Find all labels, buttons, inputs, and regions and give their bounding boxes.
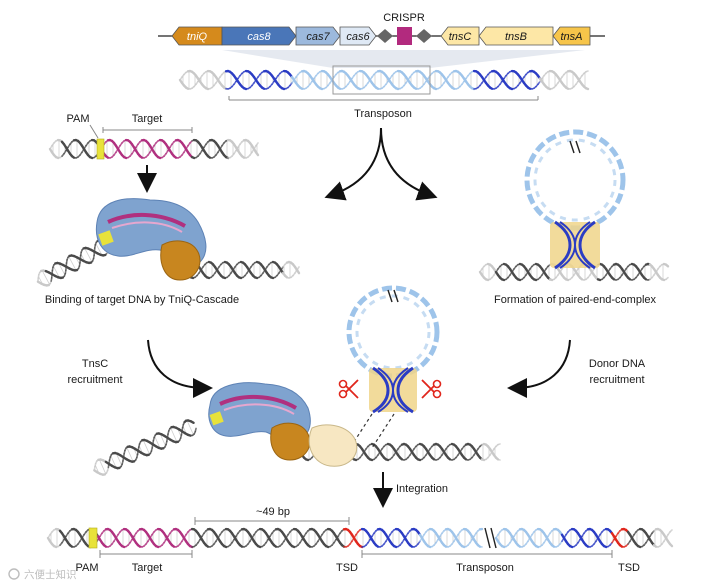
integration-cascade-complex: [208, 382, 358, 467]
watermark: 六便士知识: [8, 568, 77, 581]
binding-dna: [36, 239, 301, 287]
gene-label-tnsA: tnsA: [560, 31, 582, 43]
gene-label-tniQ: tniQ: [187, 31, 208, 43]
watermark-text: 六便士知识: [24, 568, 77, 581]
gene-label-tnsC: tnsC: [449, 31, 472, 43]
transposon-bracket-top: Transposon: [228, 96, 539, 120]
pam-marker: [96, 138, 105, 160]
bottom-pam-marker: [88, 527, 98, 549]
transposon-label-top: Transposon: [354, 108, 412, 120]
tnsc-label-1: TnsC: [82, 358, 108, 370]
operon-box: [332, 65, 431, 95]
gene-cas6: cas6: [339, 26, 377, 46]
tnsc-label-2: recruitment: [67, 374, 122, 386]
gene-label-cas8: cas8: [247, 31, 271, 43]
operon-shadow: [222, 50, 585, 68]
scissors-right-icon: [421, 379, 442, 399]
bottom-pam-label: PAM: [75, 562, 98, 574]
operon: tniQ cas8 cas7 cas6 tnsC tnsB tnsA CRISPR: [158, 12, 605, 46]
top-dna: [178, 69, 590, 91]
bottom-target-label: Target: [132, 562, 163, 574]
gene-label-cas7: cas7: [306, 31, 330, 43]
bottom-dna: [46, 527, 674, 549]
tniq-cascade-complex: [95, 198, 207, 281]
donor-label-2: recruitment: [589, 374, 644, 386]
bottom-transposon-label: Transposon: [456, 562, 514, 574]
bottom-labels: PAM Target TSD Transposon TSD: [75, 550, 640, 574]
tsd-left-label: TSD: [336, 562, 358, 574]
gene-label-cas6: cas6: [346, 31, 370, 43]
bp-bracket: ~49 bp: [194, 506, 350, 525]
gene-tnsA: tnsA: [552, 26, 591, 46]
gene-cas7: cas7: [295, 26, 341, 46]
cut-guides: [349, 413, 395, 449]
gene-cas8: cas8: [221, 26, 297, 46]
gene-tnsC: tnsC: [440, 26, 480, 46]
donor-recruitment: Donor DNA recruitment: [507, 339, 646, 398]
gene-tnsB: tnsB: [478, 26, 554, 46]
donor-label-1: Donor DNA: [589, 358, 646, 370]
crispr-label: CRISPR: [383, 12, 425, 24]
branch-arrows: [324, 127, 438, 201]
paired-end-complex: [524, 129, 626, 270]
integration-label: Integration: [396, 483, 448, 495]
target-labels: PAM Target: [66, 113, 193, 139]
gene-label-tnsB: tnsB: [505, 31, 527, 43]
binding-label: Binding of target DNA by TniQ-Cascade: [45, 294, 239, 306]
crispr-array: CRISPR: [377, 12, 432, 45]
scissors-left-icon: [338, 379, 359, 399]
pam-label: PAM: [66, 113, 89, 125]
target-label: Target: [132, 113, 163, 125]
donor-loop: [346, 285, 440, 414]
tnsc-recruitment: TnsC recruitment: [67, 339, 213, 398]
gene-tniQ: tniQ: [171, 26, 223, 46]
paired-end-label: Formation of paired-end-complex: [494, 294, 657, 306]
tsd-right-label: TSD: [618, 562, 640, 574]
bp-label: ~49 bp: [256, 506, 290, 518]
target-dna: [48, 138, 260, 160]
